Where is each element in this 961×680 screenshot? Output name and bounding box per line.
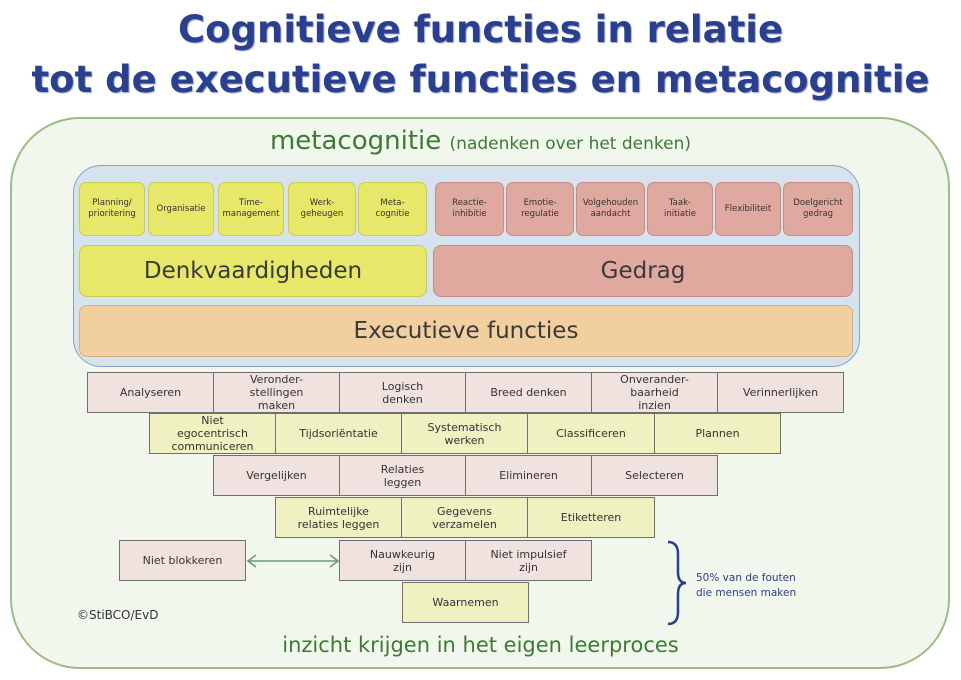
- skill-reactie-inhibitie: Reactie- inhibitie: [435, 182, 504, 236]
- cell-etiketteren: Etiketteren: [527, 497, 655, 538]
- band-gedrag: Gedrag: [433, 245, 853, 297]
- skill-organisatie: Organisatie: [148, 182, 214, 236]
- metacognition-subtitle: (nadenken over het denken): [449, 134, 692, 154]
- metacognition-label: metacognitie: [269, 126, 442, 156]
- cell-gegevens-verzamelen: Gegevens verzamelen: [401, 497, 528, 538]
- error-note-line-2: die mensen maken: [696, 587, 797, 599]
- cell-logisch-denken: Logisch denken: [339, 372, 466, 413]
- cell-systematisch-werken: Systematisch werken: [401, 413, 528, 454]
- error-note: 50% van de fouten die mensen maken: [696, 571, 796, 601]
- curly-brace-icon: [667, 540, 687, 626]
- skill-werkgeheugen: Werk- geheugen: [288, 182, 356, 236]
- cell-veronderstellingen-maken: Veronder- stellingen maken: [213, 372, 340, 413]
- cell-selecteren: Selecteren: [591, 455, 718, 496]
- skill-time-management: Time- management: [218, 182, 284, 236]
- skill-metacognitie: Meta- cognitie: [358, 182, 427, 236]
- skill-emotie-regulatie: Emotie- regulatie: [506, 182, 574, 236]
- cell-niet-egocentrisch-communiceren: Niet egocentrisch communiceren: [149, 413, 276, 454]
- cell-breed-denken: Breed denken: [465, 372, 592, 413]
- title-line-1: Cognitieve functies in relatie: [177, 8, 784, 51]
- skill-taak-initiatie: Taak- initiatie: [647, 182, 713, 236]
- skill-flexibiliteit: Flexibiliteit: [715, 182, 781, 236]
- skill-volgehouden-aandacht: Volgehouden aandacht: [576, 182, 645, 236]
- cell-relaties-leggen: Relaties leggen: [339, 455, 466, 496]
- band-executieve-functies: Executieve functies: [79, 305, 853, 357]
- error-note-line-1: 50% van de fouten: [696, 572, 796, 584]
- copyright: ©StiBCO/EvD: [77, 608, 159, 622]
- cell-nauwkeurig-zijn: Nauwkeurig zijn: [339, 540, 466, 581]
- cell-waarnemen: Waarnemen: [402, 582, 529, 623]
- cell-elimineren: Elimineren: [465, 455, 592, 496]
- cell-niet-blokkeren: Niet blokkeren: [119, 540, 246, 581]
- skill-doelgericht-gedrag: Doelgericht gedrag: [783, 182, 853, 236]
- band-denkvaardigheden: Denkvaardigheden: [79, 245, 427, 297]
- double-arrow-icon: [246, 554, 340, 568]
- footer-caption: inzicht krijgen in het eigen leerproces: [282, 633, 679, 657]
- title-line-2: tot de executieve functies en metacognit…: [31, 58, 930, 101]
- cell-classificeren: Classificeren: [527, 413, 655, 454]
- cell-niet-impulsief-zijn: Niet impulsief zijn: [465, 540, 592, 581]
- cell-tijdsorientatie: Tijdsoriëntatie: [275, 413, 402, 454]
- metacognition-heading: metacognitie (nadenken over het denken): [0, 126, 961, 156]
- cell-analyseren: Analyseren: [87, 372, 214, 413]
- skill-planning: Planning/ prioritering: [79, 182, 145, 236]
- cell-ruimtelijke-relaties-leggen: Ruimtelijke relaties leggen: [275, 497, 402, 538]
- cell-plannen: Plannen: [654, 413, 781, 454]
- cell-vergelijken: Vergelijken: [213, 455, 340, 496]
- cell-onveranderbaarheid-inzien: Onverander- baarheid inzien: [591, 372, 718, 413]
- cell-verinnerlijken: Verinnerlijken: [717, 372, 844, 413]
